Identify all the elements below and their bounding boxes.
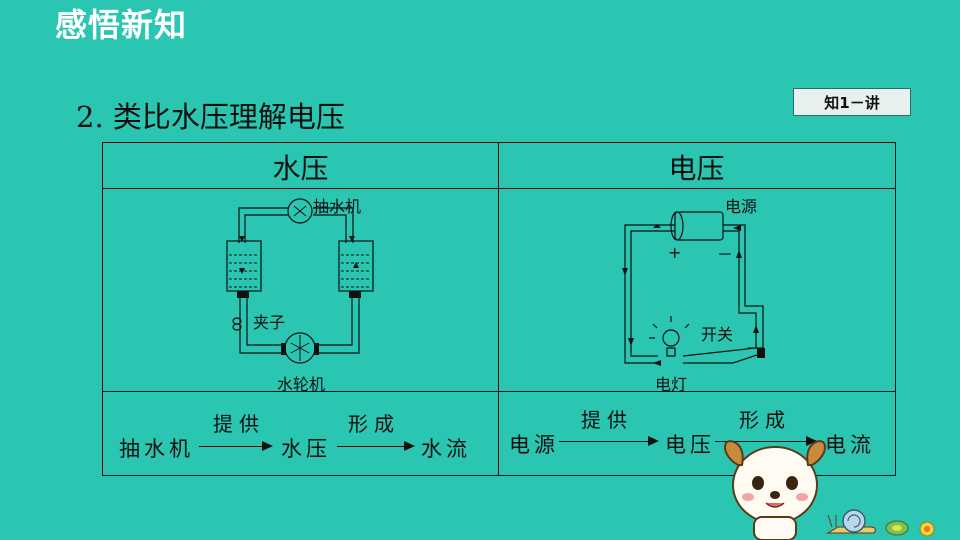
knowledge-badge: 知1－讲 [793,88,911,116]
right-flow-arrow-1 [559,436,659,446]
electric-circuit-diagram [622,211,765,366]
flower-icon [919,521,935,537]
left-flow-start: 抽水机 [119,437,194,461]
section-heading: 2. 类比水压理解电压 [76,100,345,134]
left-flow-middle: 水压 [281,437,331,461]
left-flow-arrow-1 [199,441,273,451]
right-flow-form: 形成 [739,408,791,432]
left-flow-arrow-2 [337,441,415,451]
left-flow-provide: 提供 [213,412,265,436]
right-flow-provide: 提供 [581,408,633,432]
shell-icon [885,520,909,536]
comparison-table: 水压 电压 [102,142,896,476]
left-flow-end: 水流 [421,437,471,461]
water-circuit-diagram [226,198,374,364]
table-divider-flow [103,391,895,392]
source-label: 电源 [725,197,758,216]
right-flow-middle: 电压 [665,433,715,457]
water-pressure-header: 水压 [272,152,329,185]
right-flow-end: 电流 [825,433,875,457]
left-flow-form: 形成 [348,412,400,436]
table-divider-header [103,188,895,189]
battery-minus: － [717,245,734,264]
switch-label: 开关 [701,325,734,344]
lamp-label: 电灯 [655,375,688,394]
right-flow-arrow-2 [715,436,817,446]
voltage-header: 电压 [668,152,725,185]
page-title: 感悟新知 [55,6,188,44]
table-divider-vertical [498,143,499,476]
puppy-mascot-icon [724,440,826,540]
battery-plus: + [668,243,682,262]
pump-label: 抽水机 [313,197,362,216]
right-flow-start: 电源 [509,433,559,457]
turbine-label: 水轮机 [277,375,326,394]
snail-icon [826,509,876,534]
clamp-label: 夹子 [253,313,286,332]
